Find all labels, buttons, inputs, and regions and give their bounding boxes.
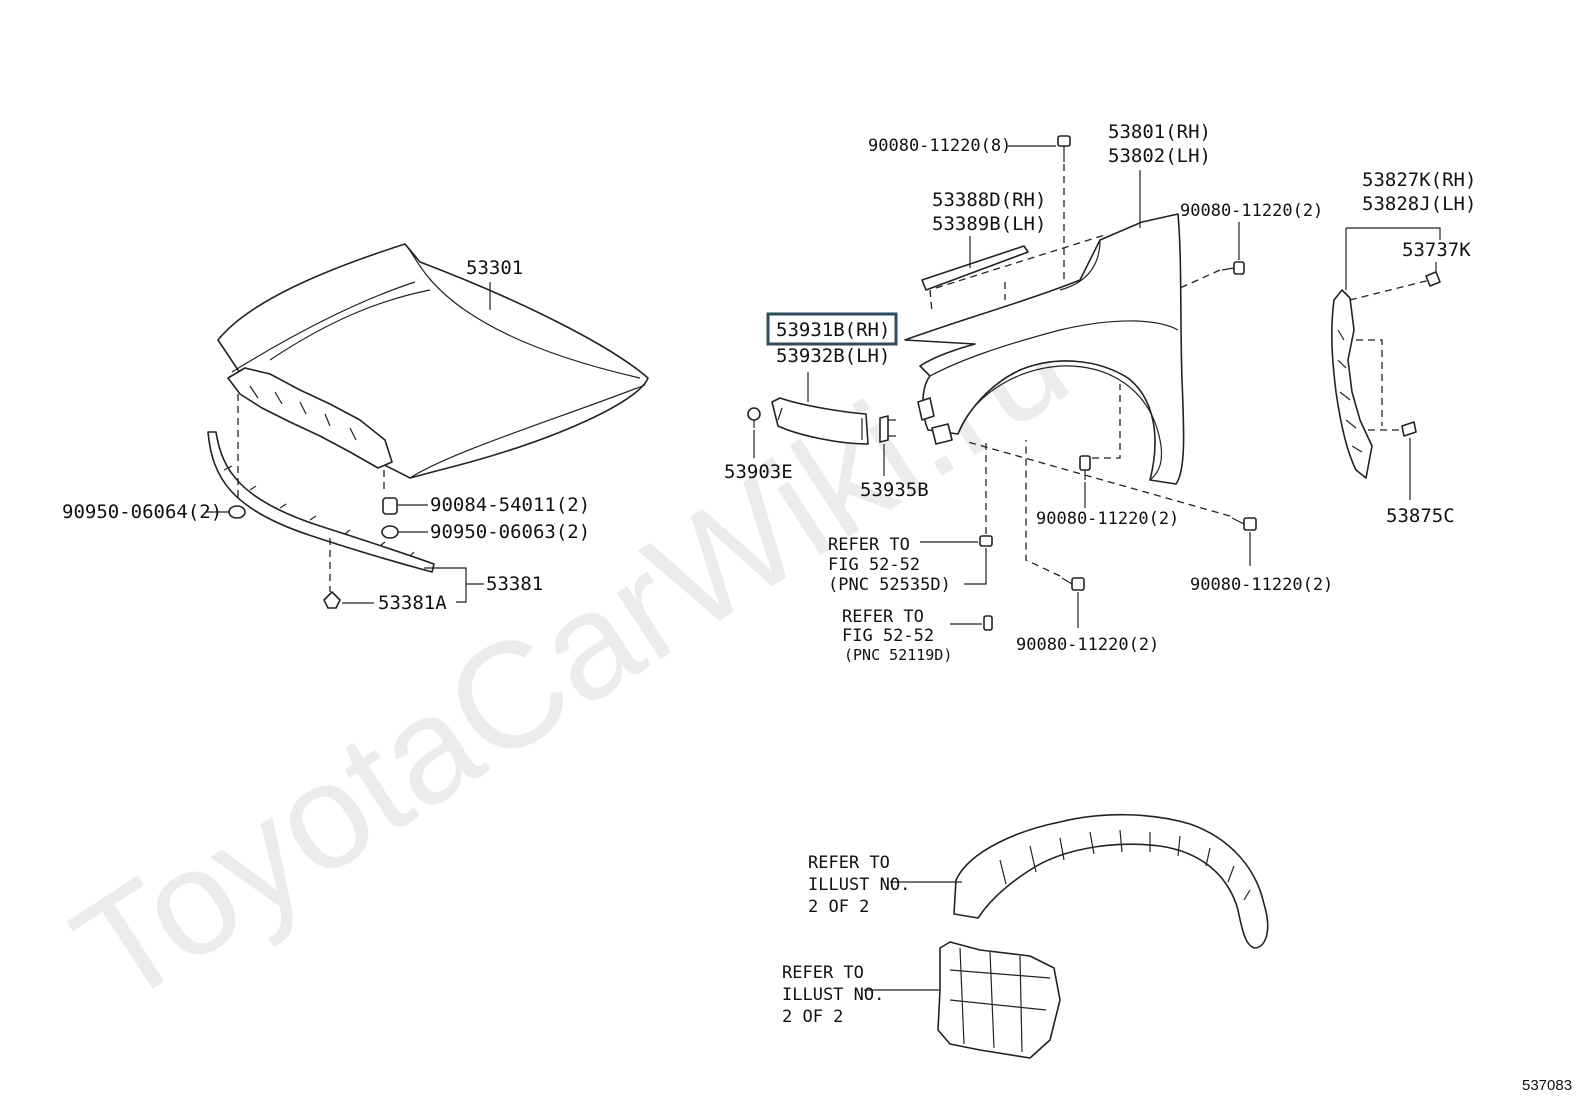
label-liner-clip-bottom: 53875C bbox=[1386, 505, 1455, 527]
hood-inner-frame bbox=[227, 367, 393, 469]
label-refer-a-2: FIG 52-52 bbox=[828, 555, 920, 575]
label-hood-seal: 53381 bbox=[486, 573, 543, 595]
cushion-right-part[interactable] bbox=[381, 525, 399, 539]
label-bolt-lower-right: 90080-11220(2) bbox=[1190, 575, 1333, 595]
selected-part-highlight[interactable] bbox=[766, 312, 898, 346]
label-refer-c-1: REFER TO bbox=[808, 853, 890, 873]
label-bolt-top: 90080-11220(8) bbox=[868, 136, 1011, 156]
label-refer-d-2: ILLUST NO. bbox=[782, 985, 884, 1005]
label-bracket: 53935B bbox=[860, 479, 929, 501]
label-selected-lh: 53932B(LH) bbox=[776, 345, 890, 367]
wheel-liner-part[interactable] bbox=[953, 813, 1269, 949]
label-liner-clip-top: 53737K bbox=[1402, 239, 1471, 261]
label-fender-seal-lh: 53389B(LH) bbox=[932, 213, 1046, 235]
label-refer-a-1: REFER TO bbox=[828, 535, 910, 555]
label-hood: 53301 bbox=[466, 257, 523, 279]
label-selected-rh: 53931B(RH) bbox=[776, 319, 890, 341]
liner-clip-top-part[interactable] bbox=[1425, 271, 1441, 287]
label-liner-rh: 53827K(RH) bbox=[1362, 169, 1476, 191]
label-fender-lh: 53802(LH) bbox=[1108, 145, 1211, 167]
label-hood-seal-clip: 53381A bbox=[378, 592, 447, 614]
fender-seal-part[interactable] bbox=[921, 245, 1029, 291]
label-refer-b-1: REFER TO bbox=[842, 607, 924, 627]
seal-clip-part[interactable] bbox=[323, 591, 341, 609]
fender-liner-part[interactable] bbox=[1331, 289, 1373, 479]
bolt-bottom-part[interactable] bbox=[1061, 577, 1085, 591]
label-bolt-mid: 90080-11220(2) bbox=[1036, 509, 1179, 529]
label-cushion-right: 90950-06063(2) bbox=[430, 521, 590, 543]
label-fender-seal-rh: 53388D(RH) bbox=[932, 189, 1046, 211]
label-cushion-left: 90950-06064(2) bbox=[62, 501, 222, 523]
label-refer-c-3: 2 OF 2 bbox=[808, 897, 869, 917]
fender-extension-part[interactable] bbox=[771, 397, 869, 445]
fender-part[interactable] bbox=[904, 213, 1185, 485]
bolt-upper-right-part[interactable] bbox=[1221, 261, 1245, 275]
label-refer-a-3: (PNC 52535D) bbox=[828, 575, 951, 595]
stud-b-part[interactable] bbox=[983, 615, 993, 631]
label-bracket-clip: 53903E bbox=[724, 461, 793, 483]
label-refer-c-2: ILLUST NO. bbox=[808, 875, 910, 895]
label-bolt-upper-right: 90080-11220(2) bbox=[1180, 201, 1323, 221]
label-fender-rh: 53801(RH) bbox=[1108, 121, 1211, 143]
label-liner-lh: 53828J(LH) bbox=[1362, 193, 1476, 215]
liner-clip-bottom-part[interactable] bbox=[1401, 421, 1417, 437]
stud-a-part[interactable] bbox=[979, 535, 993, 547]
diagram-code: 537083 bbox=[1522, 1077, 1572, 1094]
bracket-clip-part[interactable] bbox=[747, 407, 761, 428]
cushion-left-part[interactable] bbox=[228, 505, 246, 519]
hood-part[interactable] bbox=[217, 243, 649, 479]
label-cushion-nut: 90084-54011(2) bbox=[430, 494, 590, 516]
bracket-part[interactable] bbox=[879, 415, 896, 443]
cushion-nut-part[interactable] bbox=[382, 497, 398, 515]
label-refer-b-2: FIG 52-52 bbox=[842, 626, 934, 646]
label-refer-d-3: 2 OF 2 bbox=[782, 1007, 843, 1027]
bolt-top-part[interactable] bbox=[1057, 135, 1071, 162]
label-refer-d-1: REFER TO bbox=[782, 963, 864, 983]
label-refer-b-3: (PNC 52119D) bbox=[844, 646, 952, 664]
label-bolt-bottom: 90080-11220(2) bbox=[1016, 635, 1159, 655]
bolt-lower-right-part[interactable] bbox=[1231, 517, 1257, 531]
splash-shield-part[interactable] bbox=[937, 941, 1061, 1059]
